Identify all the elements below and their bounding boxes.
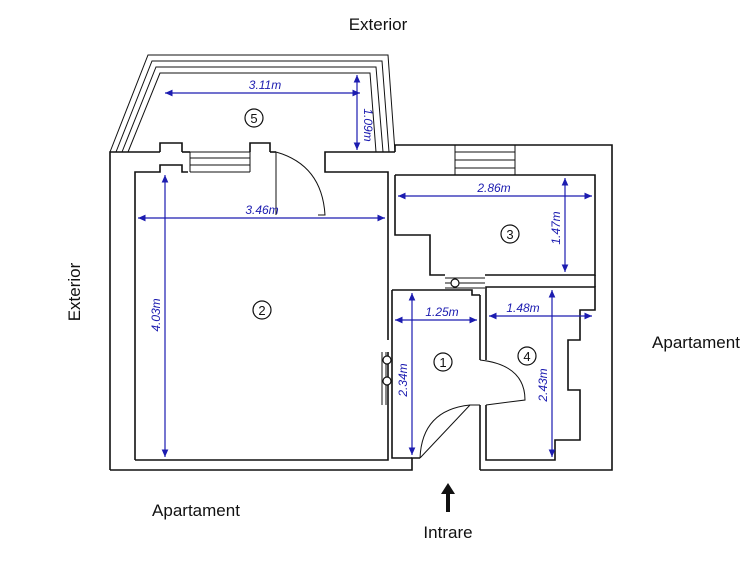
balcony-walls <box>109 54 396 153</box>
room-number: 1 <box>439 355 446 370</box>
room-number: 3 <box>506 227 513 242</box>
dimension-bath-length: 2.43m <box>536 368 550 402</box>
label-apartment-right: Apartament <box>652 333 740 352</box>
label-entrance: Intrare <box>423 523 472 542</box>
room-marker-3: 3 <box>500 224 520 244</box>
label-apartment-bottom: Apartament <box>152 501 240 520</box>
room3-walls <box>394 144 596 276</box>
room-number: 2 <box>258 303 265 318</box>
dimension-room3-width: 2.86m <box>476 181 510 195</box>
label-exterior-top: Exterior <box>349 15 408 34</box>
dimension-room2-width: 3.46m <box>245 203 278 217</box>
doors <box>275 151 526 459</box>
room-marker-2: 2 <box>252 300 272 320</box>
room-marker-5: 5 <box>244 108 264 128</box>
dimension-balcony-depth: 1.09m <box>361 108 375 141</box>
fitting-icon <box>450 278 460 288</box>
room-marker-1: 1 <box>433 352 453 372</box>
dimension-room3-length: 1.47m <box>549 211 563 244</box>
arrow-up-icon <box>441 483 455 512</box>
outer-walls <box>109 142 613 471</box>
dimension-lines <box>138 75 592 457</box>
dimension-balcony-width: 3.11m <box>249 78 281 92</box>
dimension-hall-length: 2.34m <box>396 363 410 397</box>
label-exterior-left: Exterior <box>65 262 84 321</box>
room-number: 4 <box>523 349 530 364</box>
dimension-room2-length: 4.03m <box>149 298 163 331</box>
fitting-icon <box>382 355 392 365</box>
fitting-icon <box>382 376 392 386</box>
dimension-hall-width: 1.25m <box>425 305 458 319</box>
room-marker-4: 4 <box>517 346 537 366</box>
dimension-bath-width: 1.48m <box>506 301 539 315</box>
room-number: 5 <box>250 111 257 126</box>
